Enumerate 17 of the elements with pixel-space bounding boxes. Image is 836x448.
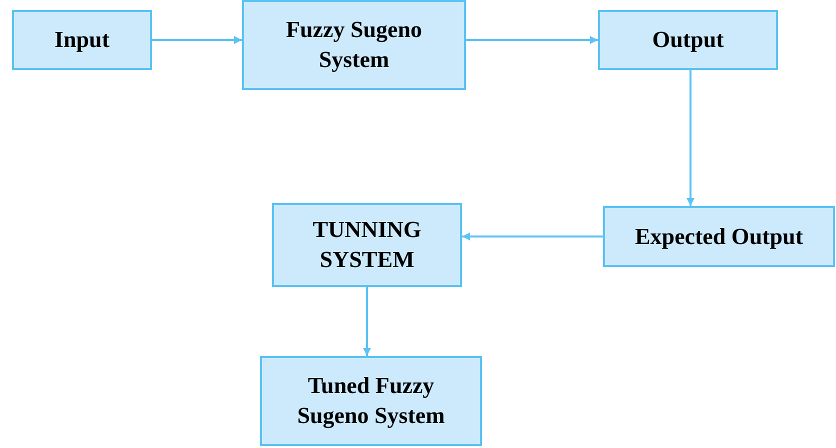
process-box <box>12 10 152 70</box>
arrow <box>152 36 242 44</box>
process-box <box>603 206 835 267</box>
box-label: Expected Output <box>634 222 804 251</box>
process-box <box>272 203 462 287</box>
process-box <box>242 0 466 90</box>
arrow <box>363 287 371 356</box>
process-box <box>260 356 482 446</box>
box-label: Output <box>652 26 724 54</box>
box-label: Input <box>54 26 110 54</box>
process-box <box>598 10 778 70</box>
arrow <box>686 70 694 206</box>
box-label: TUNNING SYSTEM <box>312 216 422 274</box>
arrow <box>466 36 598 44</box>
box-label: Fuzzy Sugeno System <box>284 16 424 74</box>
arrow <box>462 232 603 240</box>
box-label: Tuned Fuzzy Sugeno System <box>296 372 446 430</box>
